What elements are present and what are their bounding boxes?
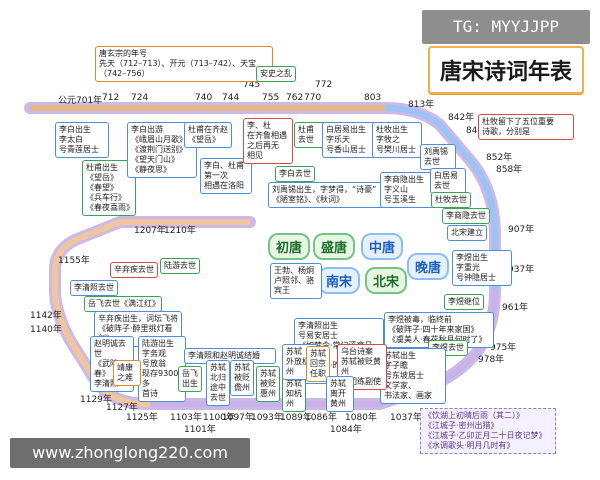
liyu-poisoned-box: 李煜被毒，临终前 《破阵子·四十年来家国》 《虞美人·春花秋月何时了》 — [384, 312, 494, 348]
year-978: 978年 — [478, 355, 505, 365]
era-high-tang: 盛唐 — [313, 233, 356, 260]
year-772: 772 — [315, 80, 333, 90]
year-1142: 1142年 — [30, 311, 62, 321]
year-803: 803 — [364, 93, 382, 103]
reign-era-box: 唐玄宗的年号 先天（712–713）、开元（713–742）、天宝（742–75… — [95, 46, 273, 82]
year-724: 724 — [131, 93, 149, 103]
era-northern-song: 北宋 — [365, 267, 408, 294]
dufu-death-box: 杜甫 去世 — [294, 122, 326, 148]
year-961: 961年 — [502, 303, 529, 313]
jingkang-incident-box: 靖康 之难 — [113, 360, 141, 386]
dufu-qizhao-box: 杜甫在齐赵 《望岳》 — [184, 122, 232, 148]
year-1207: 1207年 — [134, 226, 166, 236]
libai-dufu-meet-box: 李白、杜甫 第一次 相遇在洛阳 — [200, 158, 252, 194]
year-1140: 1140年 — [30, 325, 62, 335]
year-1080: 1080年 — [345, 413, 377, 423]
libai-dufu-qilu-box: 李、杜 在齐鲁相遇 之后再无 相见 — [243, 118, 293, 164]
yuefei-birth-box: 岳飞 出生 — [178, 366, 202, 392]
sushi-hangzhou-box: 苏轼 知杭州 — [282, 376, 306, 412]
liqingzhao-death-box: 李清照去世 — [70, 280, 118, 296]
year-712: 712 — [102, 93, 120, 103]
libai-death-box: 李白去世 — [275, 166, 315, 182]
sushi-poems-box: 《饮湖上初晴后雨（其二）》 《江城子·密州出猎》 《江城子·乙卯正月二十日夜记梦… — [420, 408, 556, 454]
libai-travel-box: 李白出游 《峨眉山月歌》 《渡荆门送别》 《望天门山》 《静夜思》 — [127, 122, 197, 178]
year-1101: 1101年 — [184, 425, 216, 435]
page-title: 唐宋诗词年表 — [427, 46, 584, 94]
sushi-birth-box: 苏轼出生 字子瞻 号东坡居士 文学家、 书法家、画家 — [380, 348, 446, 404]
year-858: 858年 — [496, 165, 523, 175]
year-1097: 1097年 — [222, 413, 254, 423]
year-1103: 1103年 — [170, 413, 202, 423]
watermark-bottom: www.zhonglong220.com — [10, 438, 250, 468]
year-1125: 1125年 — [126, 413, 158, 423]
year-1093: 1093年 — [251, 413, 283, 423]
year-1129: 1129年 — [80, 395, 112, 405]
year-1037: 1037年 — [390, 413, 422, 423]
era-mid-tang: 中唐 — [361, 233, 404, 260]
liyu-accession-box: 李煜继位 — [444, 294, 484, 310]
yuefei-death-box: 岳飞去世《满江红》 — [84, 296, 162, 312]
anshi-rebellion-box: 安史之乱 — [256, 66, 296, 82]
liuyuxi-death-box: 刘禹锡 去世 — [420, 144, 456, 170]
year-842: 842年 — [448, 113, 475, 123]
year-813: 813年 — [408, 100, 435, 110]
lishangyin-death-box: 李商隐去世 — [442, 208, 490, 224]
era-early-tang: 初唐 — [268, 233, 311, 260]
year-1210: 1210年 — [164, 226, 196, 236]
year-744: 744 — [222, 93, 240, 103]
sushi-leave-huangzhou-box: 苏轼 离开黄州 — [326, 376, 354, 412]
year-762: 762 — [286, 93, 304, 103]
dumu-birth-box: 杜牧出生 字牧之 号樊川居士 — [372, 122, 422, 158]
year-852: 852年 — [486, 153, 513, 163]
year-770: 770 — [304, 93, 322, 103]
year-907: 907年 — [508, 225, 535, 235]
sushi-huizhou-box: 苏轼 被贬 惠州 — [256, 366, 280, 402]
liyu-birth-box: 李煜出生 字重光 号钟隐居士 — [452, 250, 512, 286]
baijuyi-death-box: 白居易 去世 — [430, 168, 466, 194]
era-late-tang: 晚唐 — [407, 253, 450, 280]
year-1127: 1127年 — [106, 403, 138, 413]
year-1155: 1155年 — [58, 256, 90, 266]
year-937: 937年 — [508, 265, 535, 275]
year-975: 975年 — [490, 343, 517, 353]
year-1086: 1086年 — [305, 413, 337, 423]
sushi-death-box: 苏轼 北归 途中 去世 — [206, 360, 230, 406]
watermark-top: TG: MYYJJPP — [422, 10, 590, 44]
luyou-death-box: 陆游去世 — [160, 258, 200, 274]
dumu-death-box: 杜牧去世 — [431, 192, 471, 208]
year-701: 公元701年 — [58, 96, 103, 106]
dumu-poems-box: 杜牧留下了五位重要 诗歌，分别是 — [478, 114, 574, 140]
year-755: 755 — [262, 93, 280, 103]
year-1100: 1100年 — [203, 413, 235, 423]
beisong-founded-box: 北宋建立 — [447, 225, 487, 241]
year-745: 745 — [243, 80, 261, 90]
xinqiji-death-box: 辛弃疾去世 — [110, 262, 158, 278]
year-740: 740 — [195, 93, 213, 103]
year-1084: 1084年 — [330, 425, 362, 435]
sushi-danzhou-box: 苏轼 被贬 儋州 — [230, 360, 254, 396]
four-early-tang-poets-box: 王勃、杨炯 卢照邻、骆宾王 — [270, 263, 322, 299]
year-1089: 1089年 — [280, 413, 312, 423]
era-southern-song: 南宋 — [318, 267, 361, 294]
libai-birth-box: 李白出生 李太白 号青莲居士 — [55, 122, 109, 158]
liuyuxi-birth-box: 刘禹锡出生，字梦得，“诗豪” 《陋室铭》、《秋词》 — [268, 182, 388, 208]
